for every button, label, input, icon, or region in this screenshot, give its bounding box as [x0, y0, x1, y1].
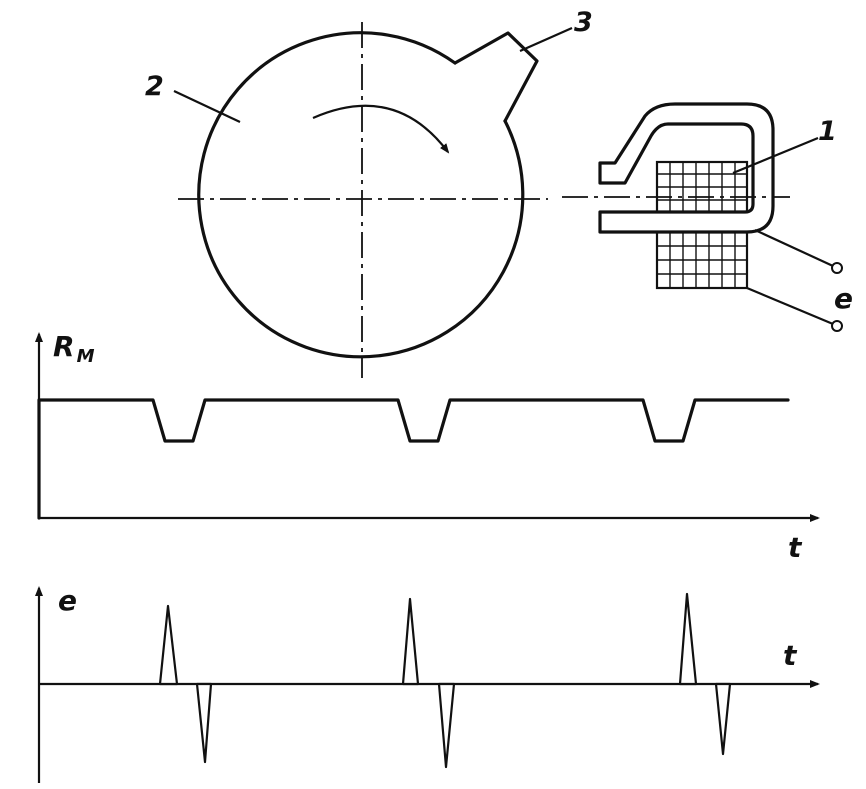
callout-leader-2 [173, 90, 241, 123]
rotor-tooth [453, 31, 539, 123]
rotor-assembly [178, 22, 548, 378]
output-terminal-lower [831, 320, 843, 332]
emf-negative-pulse-3 [714, 682, 732, 756]
output-lead-upper [754, 229, 834, 267]
emf-negative-pulse-1 [195, 682, 213, 764]
callout-leader-1 [732, 136, 819, 175]
emf-positive-pulse-2 [401, 597, 420, 686]
reluctance-waveform [37, 398, 790, 520]
emf-positive-pulse-1 [158, 604, 179, 686]
emf-positive-pulse-3 [678, 592, 698, 686]
reluctance-y-label-subscript: M [77, 346, 95, 367]
callout-label-3: 3 [574, 7, 593, 38]
emf-x-label: t [783, 639, 798, 672]
emf-negative-pulse-2 [437, 682, 456, 769]
sensor-assembly [562, 102, 843, 332]
rotation-arrow-icon [312, 104, 450, 154]
reluctance-x-label: t [788, 531, 803, 564]
rotor-disk-outline [197, 31, 525, 359]
output-lead-lower [746, 286, 834, 326]
coil-winding-lower [655, 230, 749, 290]
output-terminal-upper [831, 262, 843, 274]
output-emf-label: e [834, 282, 853, 315]
callout-label-2: 2 [145, 71, 164, 102]
magnetic-core [598, 102, 775, 234]
emf-graph: e t [35, 584, 820, 783]
coil-winding-upper [655, 160, 749, 214]
callout-leader-3 [519, 26, 573, 53]
emf-y-label: e [58, 584, 77, 617]
callout-label-1: 1 [818, 116, 837, 147]
